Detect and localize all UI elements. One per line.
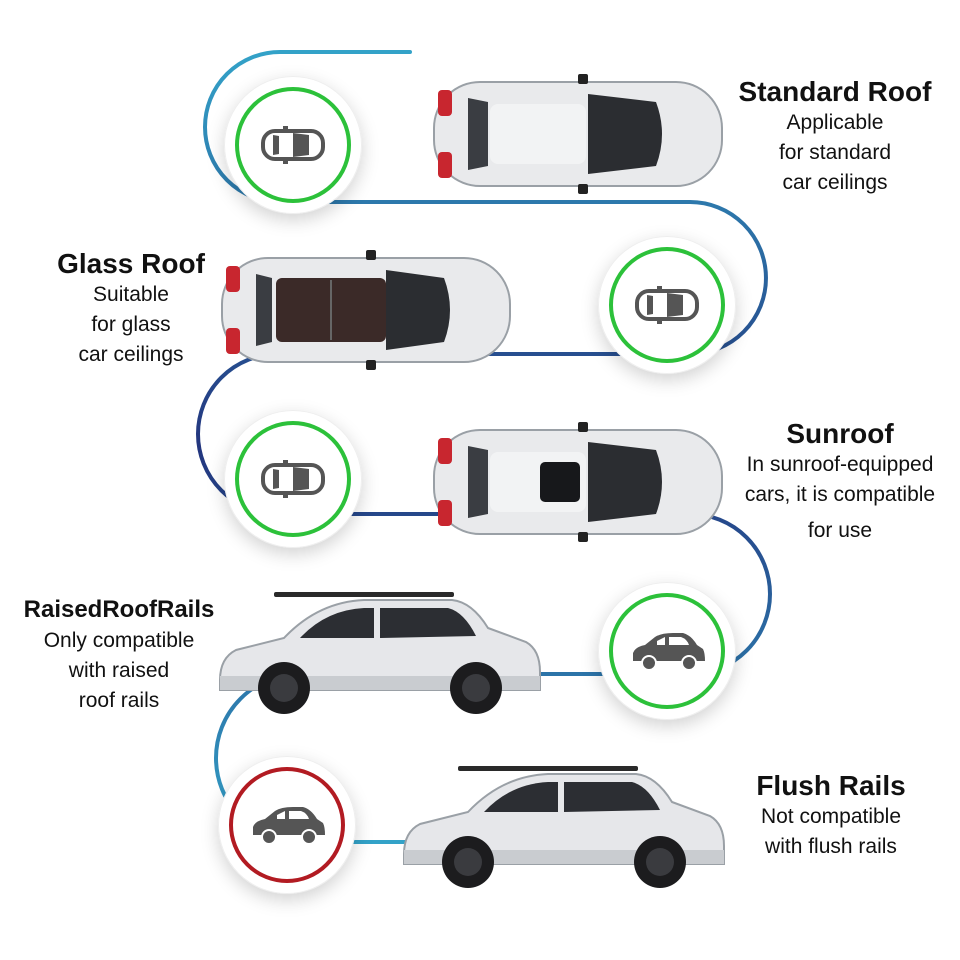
car-photo-raised-roof-rails <box>214 588 544 718</box>
car-side-view-icon <box>237 775 337 875</box>
car-photo-sunroof <box>426 412 730 552</box>
status-badge-glass-roof <box>598 236 736 374</box>
item-title: RaisedRoofRails <box>23 596 215 623</box>
item-title: Sunroof <box>786 418 894 449</box>
car-photo-standard-roof <box>426 64 730 204</box>
item-desc-line: for standard <box>778 141 892 164</box>
car-top-view-icon <box>243 95 343 195</box>
label-standard-roof: Standard Roof Applicable for standard ca… <box>720 76 950 198</box>
item-title: Glass Roof <box>57 248 205 279</box>
status-badge-raised-roof-rails <box>598 582 736 720</box>
car-side-view-icon <box>617 601 717 701</box>
item-desc-line: Applicable <box>786 111 884 134</box>
label-sunroof: Sunroof In sunroof-equipped cars, it is … <box>724 418 956 546</box>
status-badge-standard-roof <box>224 76 362 214</box>
item-desc-line: for use <box>807 519 873 542</box>
car-photo-flush-rails <box>398 762 728 892</box>
item-desc-line: car ceilings <box>782 171 888 194</box>
item-desc-line: for glass <box>91 313 171 336</box>
item-desc-line: with raised <box>68 659 170 682</box>
item-desc-line: roof rails <box>78 689 160 712</box>
item-desc-line: Only compatible <box>43 629 195 652</box>
item-desc-line: cars, it is compatible <box>744 483 936 506</box>
status-badge-flush-rails <box>218 756 356 894</box>
item-desc-line: car ceilings <box>78 343 184 366</box>
item-title: Flush Rails <box>756 770 906 801</box>
label-raised-roof-rails: RaisedRoofRails Only compatible with rai… <box>6 594 232 716</box>
label-glass-roof: Glass Roof Suitable for glass car ceilin… <box>24 248 238 370</box>
label-flush-rails: Flush Rails Not compatible with flush ra… <box>736 770 926 862</box>
status-badge-sunroof <box>224 410 362 548</box>
item-desc-line: Not compatible <box>760 805 902 828</box>
car-top-view-icon <box>617 255 717 355</box>
item-desc-line: In sunroof-equipped <box>746 453 934 476</box>
car-top-view-icon <box>243 429 343 529</box>
item-desc-line: with flush rails <box>765 835 897 858</box>
item-desc-line: Suitable <box>93 283 169 306</box>
item-title: Standard Roof <box>738 76 932 107</box>
car-photo-glass-roof <box>214 240 518 380</box>
